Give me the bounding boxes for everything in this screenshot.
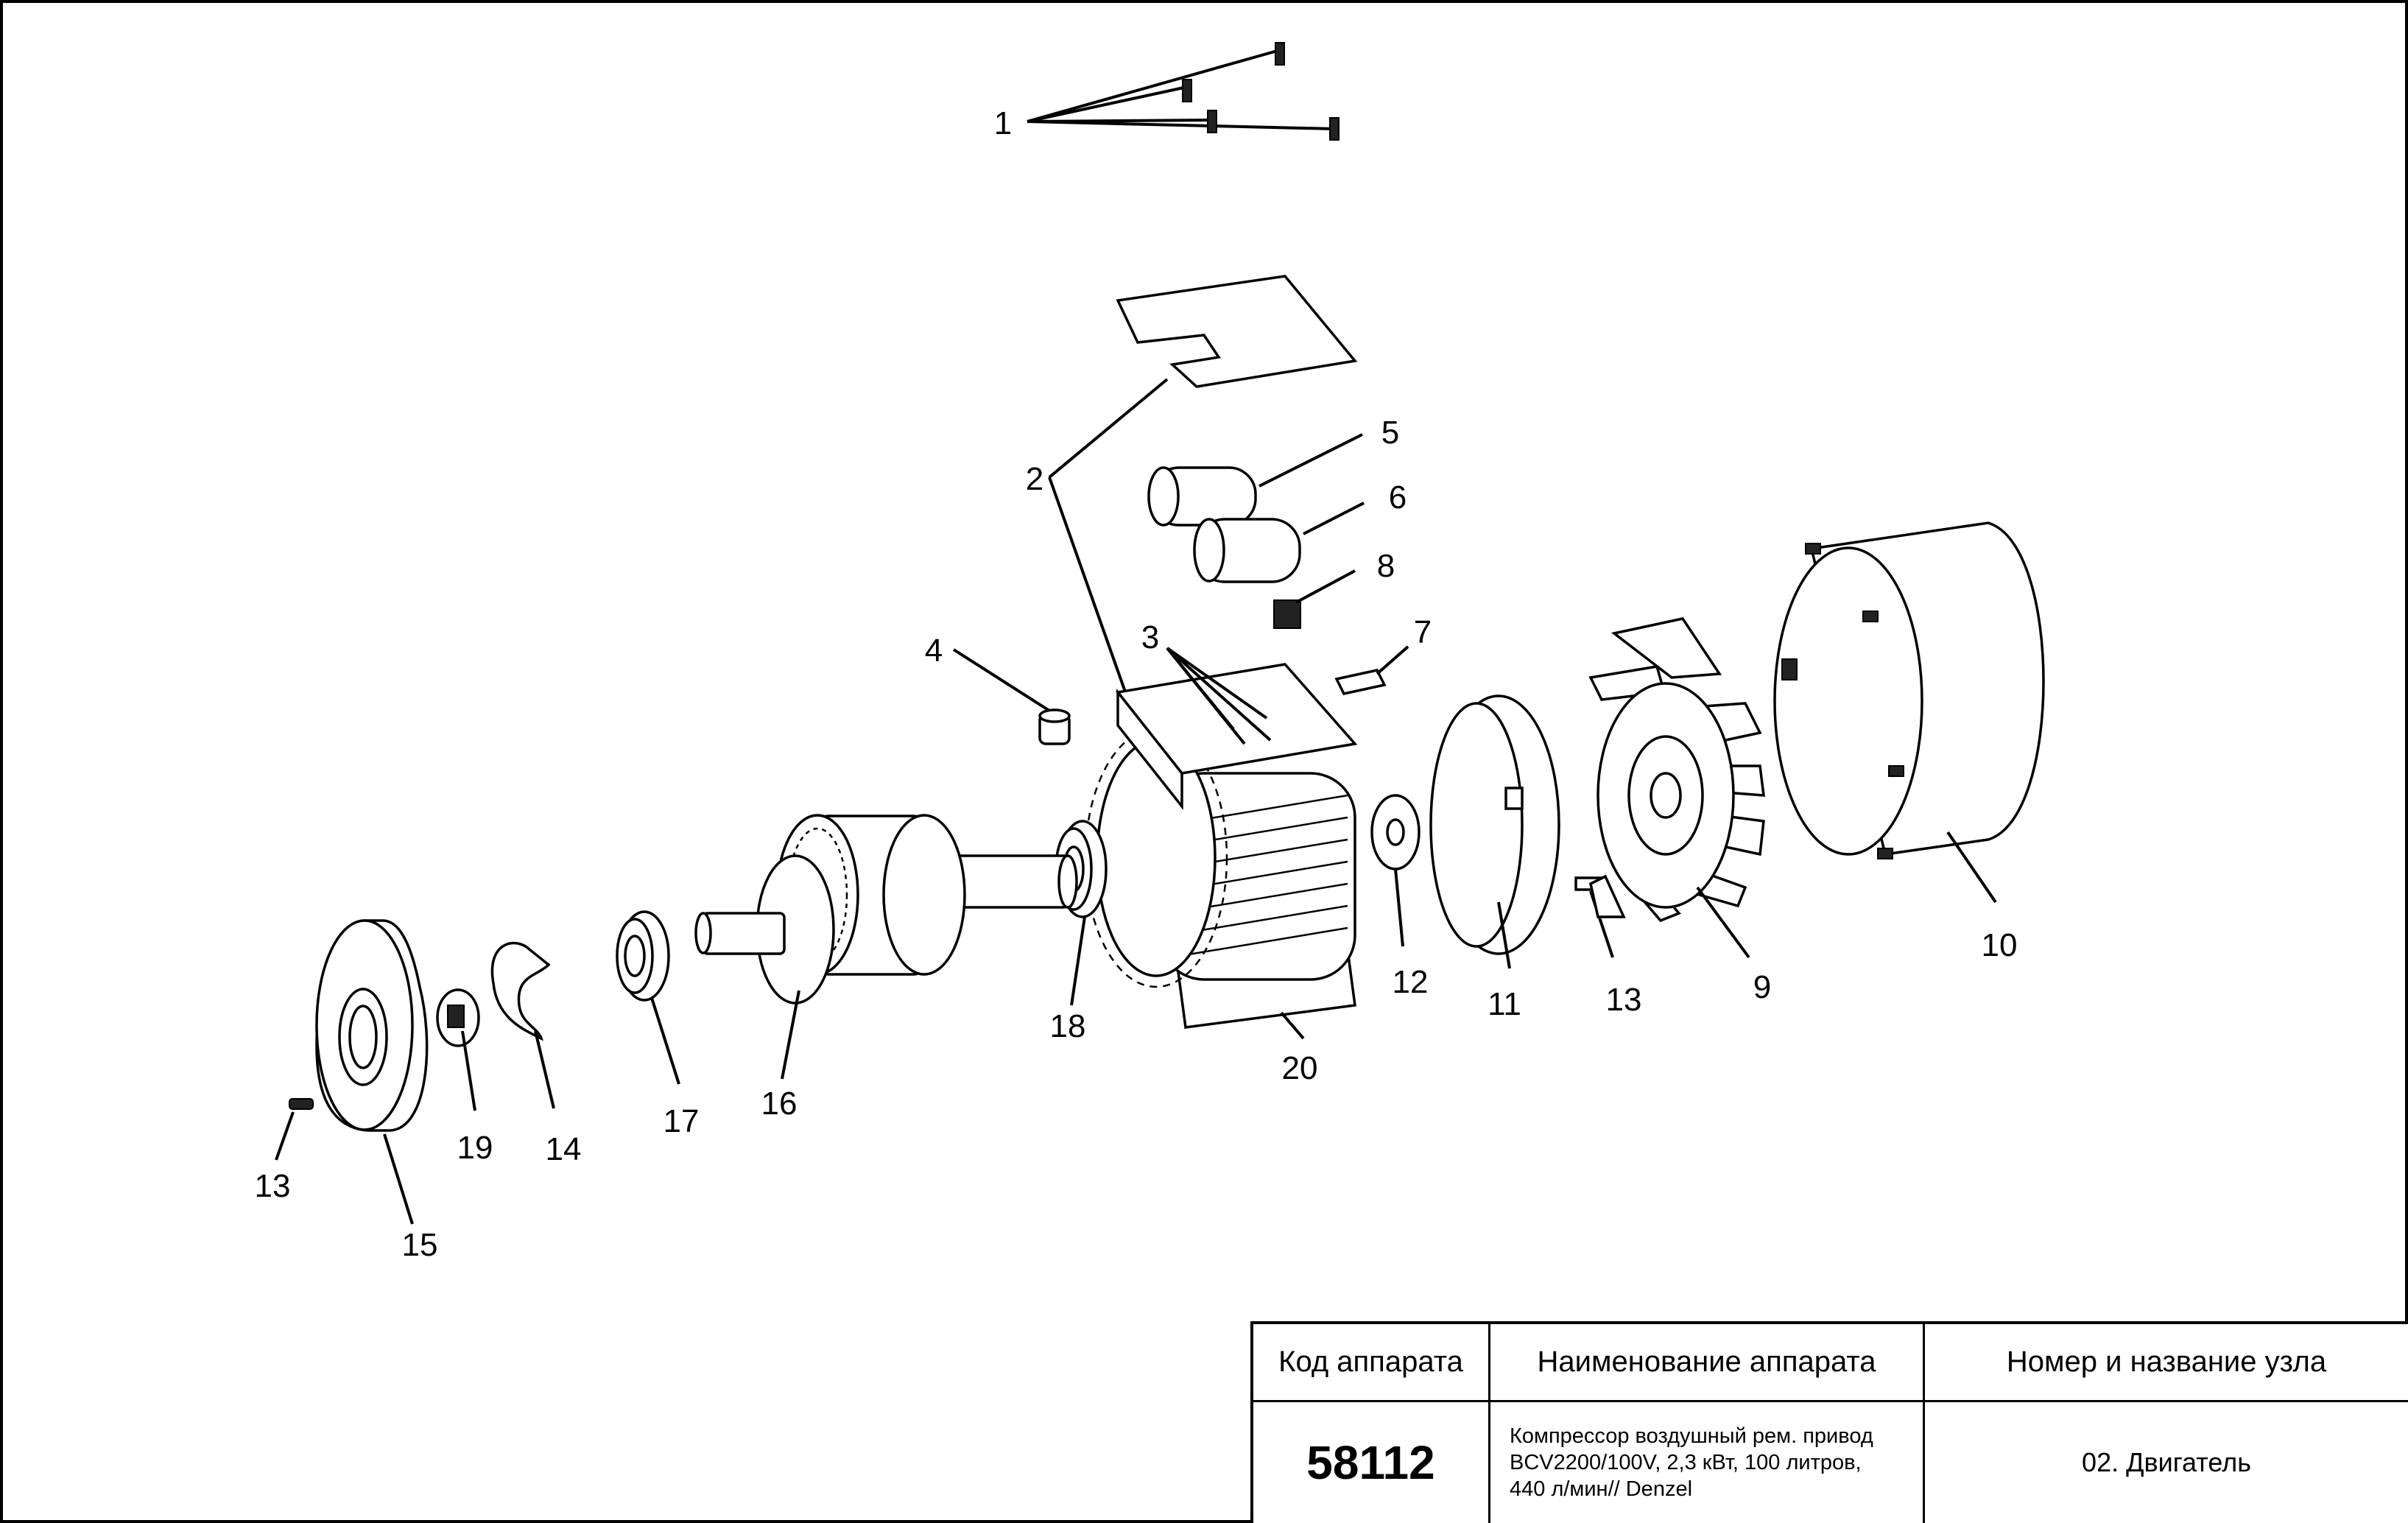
label-10: 10: [1982, 927, 2018, 963]
unit-value: 02. Двигатель: [2082, 1447, 2251, 1477]
label-8: 8: [1377, 548, 1395, 584]
name-header: Наименование аппарата: [1490, 1324, 1925, 1402]
label-12: 12: [1393, 964, 1429, 1000]
label-5: 5: [1381, 415, 1399, 451]
label-16: 16: [761, 1086, 798, 1122]
title-block: Код аппарата Наименование аппарата Номер…: [1250, 1321, 2408, 1523]
screws-part-1: 1: [994, 42, 1339, 141]
bearing-part-17: 17: [616, 910, 700, 1139]
label-19: 19: [457, 1130, 493, 1166]
fan-part-9: 9: [1588, 617, 1771, 1005]
label-2: 2: [1026, 461, 1043, 497]
name-line-3: 440 л/мин// Denzel: [1510, 1477, 1693, 1501]
terminal-block-part-7: 7: [1334, 614, 1432, 695]
terminal-cover-part-2: 2: [1026, 275, 1358, 697]
end-shield-part-11: 11: [1429, 694, 1560, 1022]
label-11: 11: [1488, 986, 1521, 1022]
label-7: 7: [1414, 614, 1432, 650]
label-3: 3: [1141, 619, 1159, 655]
name-value: Компрессор воздушный рем. привод BCV2200…: [1490, 1402, 1925, 1523]
capacitor-part-6: 6: [1193, 479, 1407, 583]
switch-part-8: 8: [1273, 548, 1395, 629]
label-20: 20: [1282, 1050, 1318, 1086]
label-15: 15: [402, 1227, 438, 1263]
label-1: 1: [994, 105, 1012, 141]
name-line-2: BCV2200/100V, 2,3 кВт, 100 литров,: [1510, 1451, 1862, 1474]
washer-part-12: 12: [1370, 794, 1429, 1000]
label-4: 4: [925, 633, 943, 669]
label-6: 6: [1389, 479, 1407, 516]
screw-part-13-left: 13: [255, 1098, 314, 1204]
pulley-part-15: 15: [315, 919, 438, 1263]
label-13-left: 13: [255, 1168, 291, 1204]
code-header: Код аппарата: [1253, 1324, 1490, 1402]
fan-cover-part-10: 10: [1773, 521, 2045, 963]
label-13-right: 13: [1606, 982, 1642, 1018]
name-line-1: Компрессор воздушный рем. привод: [1510, 1424, 1873, 1448]
label-18: 18: [1050, 1008, 1086, 1044]
bushing-part-4: 4: [925, 633, 1071, 745]
label-9: 9: [1753, 969, 1771, 1005]
spring-clip-part-14: 14: [490, 941, 582, 1167]
label-14: 14: [546, 1131, 582, 1167]
code-value: 58112: [1253, 1402, 1490, 1523]
terminal-screws-part-3: 3: [1141, 619, 1272, 745]
rotor-part-16: 16: [694, 814, 1078, 1122]
unit-header: Номер и название узла: [1925, 1324, 2408, 1402]
clamp-part-19: 19: [436, 988, 493, 1166]
label-17: 17: [663, 1103, 700, 1139]
motor-housing-part-20: 20: [1084, 663, 1358, 1086]
